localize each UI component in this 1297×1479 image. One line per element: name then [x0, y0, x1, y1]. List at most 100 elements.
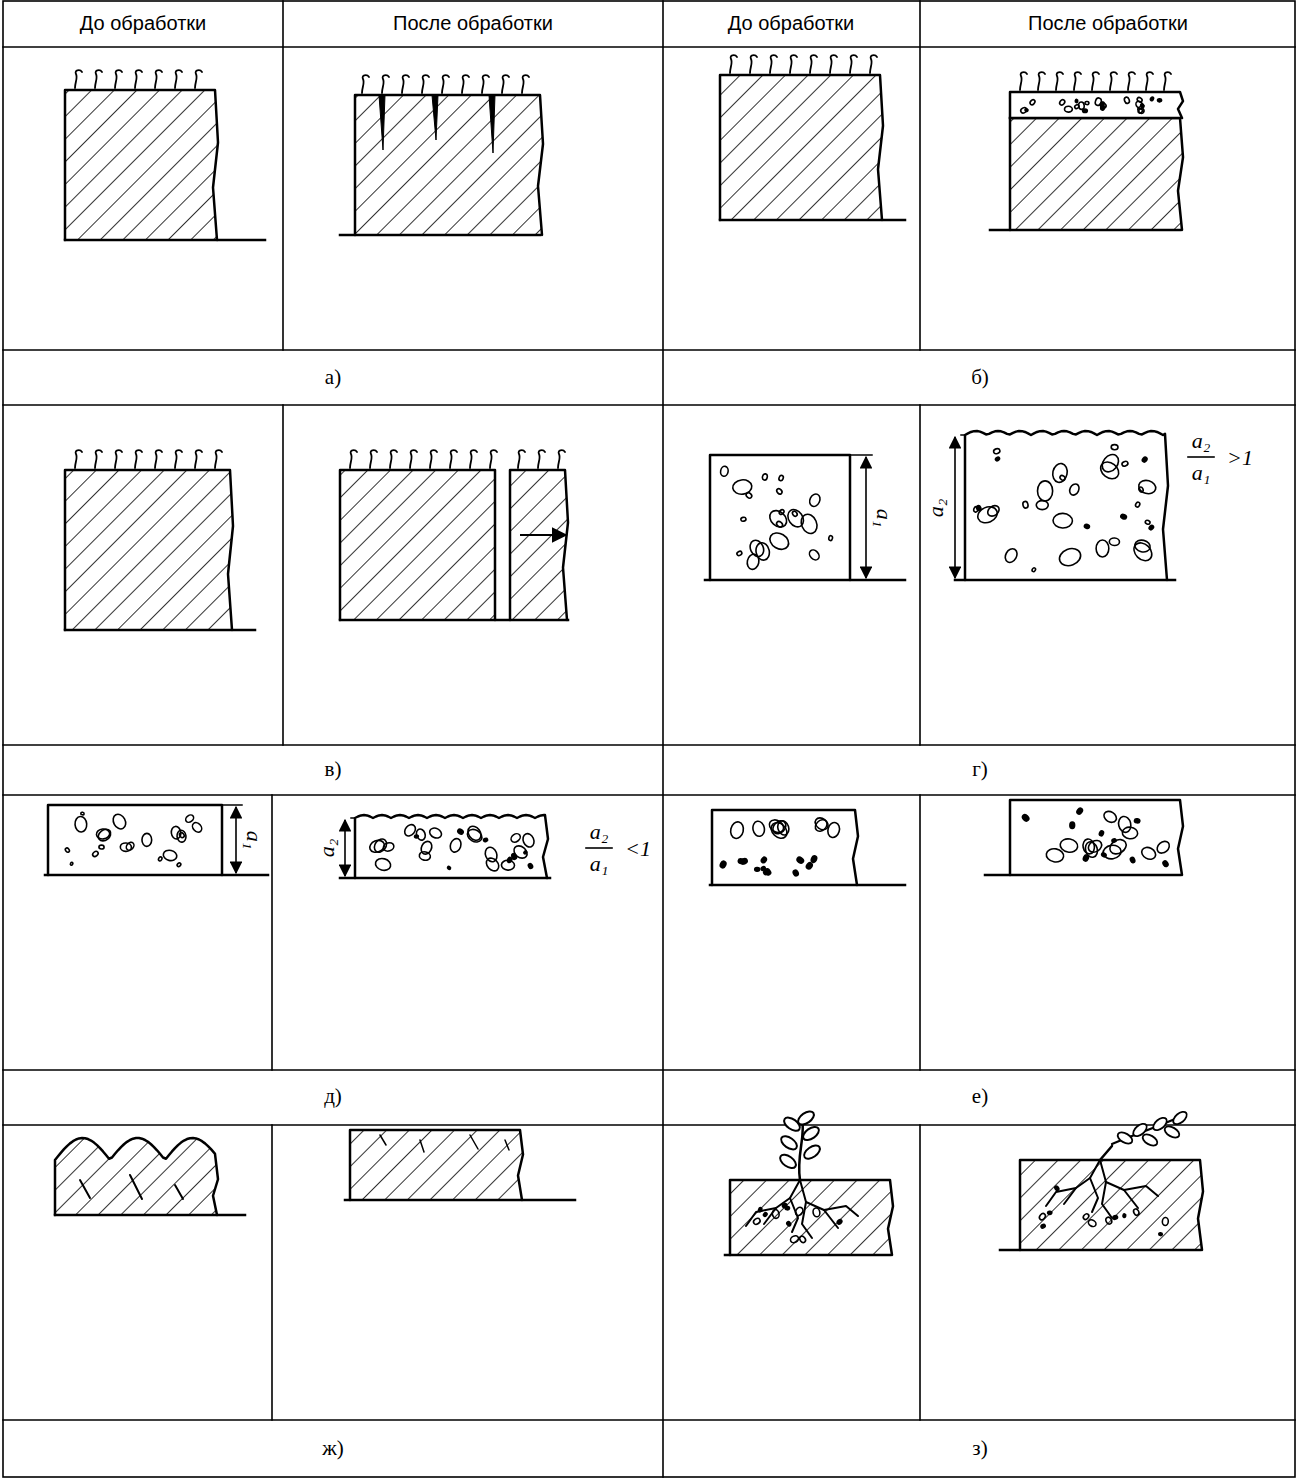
pore [419, 851, 432, 862]
pore [428, 826, 443, 840]
solid-particle [1099, 830, 1105, 836]
pore [70, 862, 73, 866]
plant-leaf [802, 1143, 822, 1162]
ground-line [340, 234, 540, 237]
material-block [55, 1138, 218, 1215]
material-block [720, 75, 883, 220]
plant-root [746, 1208, 776, 1226]
solid-particle [738, 858, 745, 864]
pore [1162, 1217, 1169, 1225]
force-tick [482, 75, 489, 93]
solid-particle [1084, 524, 1090, 529]
table-rule [3, 349, 1295, 351]
ground-line [340, 877, 550, 880]
plant-leaf [801, 1124, 821, 1143]
pore [776, 488, 783, 495]
force-tick [750, 55, 757, 73]
pore [483, 845, 499, 863]
ground-line [955, 579, 1175, 582]
surface-crease [380, 1135, 509, 1152]
pore [729, 821, 745, 840]
ratio-label: a₂ [1192, 429, 1211, 453]
force-tick [195, 450, 202, 468]
table-rule [919, 1125, 921, 1420]
ground-line [65, 629, 255, 632]
force-tick [1092, 72, 1099, 90]
pore [1022, 501, 1028, 509]
pore [745, 492, 753, 500]
pore [1140, 845, 1158, 862]
solid-particle [805, 862, 813, 870]
pore [1133, 1208, 1140, 1216]
pore [785, 507, 807, 530]
pore [1020, 107, 1028, 114]
crack [379, 95, 385, 150]
ground-line [985, 874, 1180, 877]
force-tick [1056, 72, 1063, 90]
pore [754, 541, 771, 561]
fraction-bar [586, 847, 612, 849]
pore [808, 492, 822, 508]
solid-particle [976, 505, 982, 511]
block-outline [710, 455, 850, 580]
plant-root [764, 1180, 800, 1224]
block-outline [1010, 800, 1183, 875]
force-tick [430, 450, 437, 468]
pore [1059, 99, 1066, 106]
pore [402, 823, 417, 839]
ratio-label: >1 [1227, 446, 1253, 470]
ground-line [55, 1214, 245, 1217]
plant-leaf [1141, 1132, 1159, 1148]
table-rule [919, 1, 921, 350]
force-tick [135, 450, 142, 468]
pore [792, 510, 799, 517]
pore [1124, 97, 1131, 105]
solid-particle [483, 838, 488, 842]
ground-line [710, 884, 905, 887]
block-outline [510, 470, 568, 620]
force-tick [870, 55, 877, 73]
pore [720, 466, 729, 477]
block-outline [65, 470, 233, 630]
solid-particle [1140, 103, 1145, 108]
solid-particle [1083, 109, 1088, 113]
pore [372, 837, 389, 855]
pore [1085, 101, 1089, 105]
material-block [1010, 92, 1183, 118]
solid-particle [755, 867, 760, 871]
crack [432, 95, 438, 140]
material-block [712, 810, 858, 885]
force-tick [1128, 72, 1135, 90]
pore [828, 535, 833, 541]
dimension-label: a₂ [924, 499, 948, 518]
pore [993, 448, 1001, 455]
solid-particle [1162, 860, 1169, 867]
plant-root [1124, 1186, 1158, 1196]
plant-leaf [796, 1109, 816, 1128]
pore [1003, 547, 1019, 565]
extension-line [222, 804, 242, 806]
pore [176, 862, 181, 867]
solid-particle [1040, 1224, 1045, 1229]
pore [382, 841, 395, 852]
pore [1059, 838, 1079, 854]
dimension-line [235, 807, 237, 873]
pore [509, 832, 521, 844]
panel-letter: д) [324, 1085, 342, 1108]
pore [767, 507, 790, 530]
block-outline [1010, 118, 1183, 230]
material-block [965, 431, 1168, 580]
block-outline [55, 1138, 218, 1215]
pore [1096, 540, 1109, 557]
plant-leaf [778, 1152, 798, 1171]
force-tick [462, 75, 469, 93]
force-tick [442, 75, 449, 93]
pore [767, 817, 786, 835]
solid-particle [995, 456, 1000, 461]
force-tick [175, 450, 182, 468]
force-tick [850, 55, 857, 73]
material-block [48, 805, 222, 875]
extension-line [961, 434, 965, 436]
pore [778, 475, 784, 482]
